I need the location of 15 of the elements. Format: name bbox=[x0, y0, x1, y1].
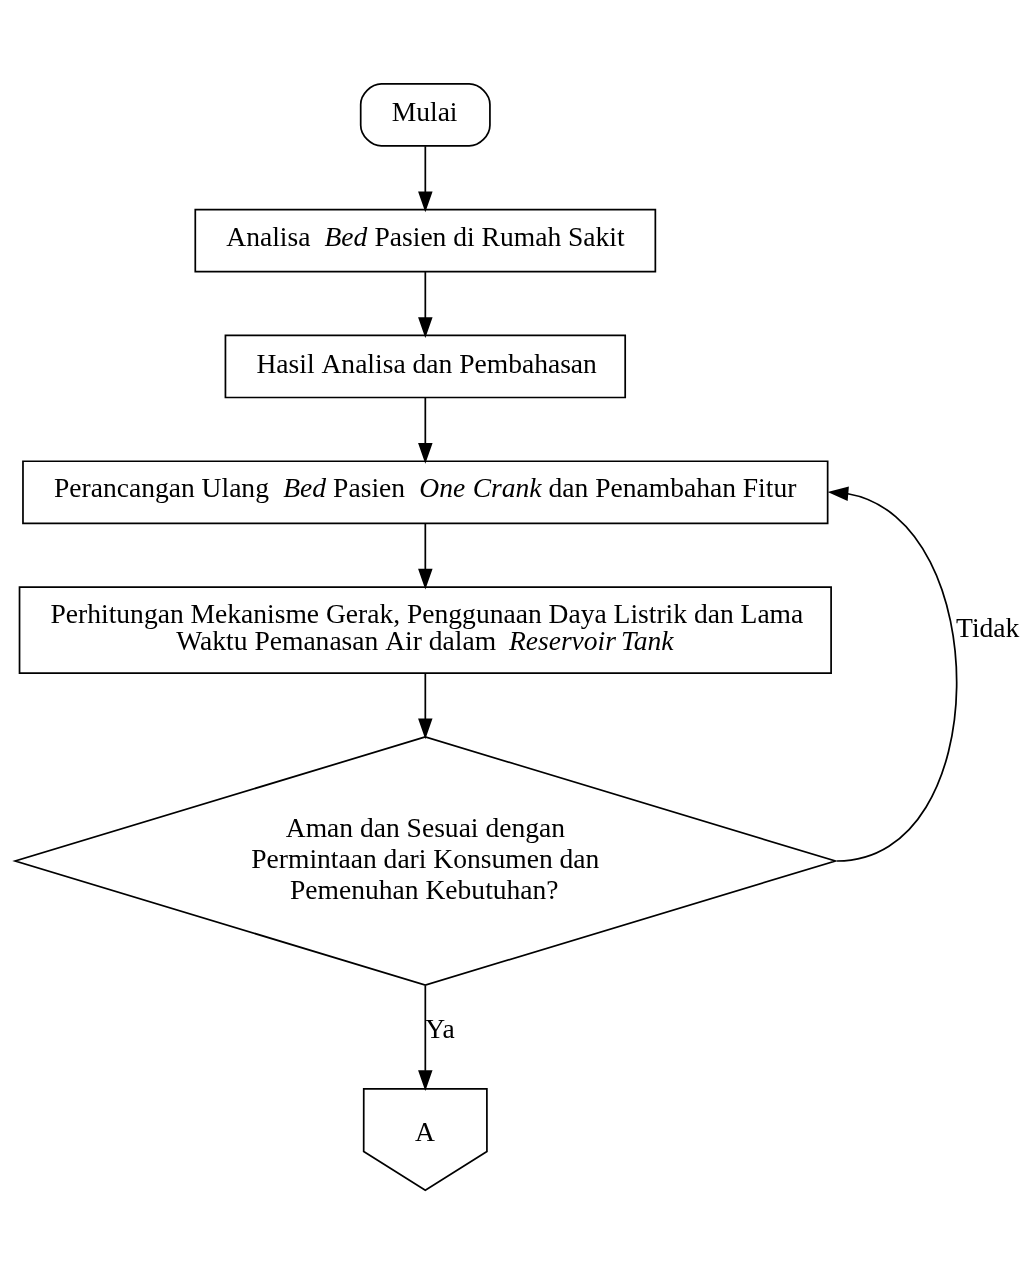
node-diamond: Aman dan Sesuai dengan Permintaan dari Konsumen dan Pemenuhan Kebutuhan? bbox=[12, 736, 839, 986]
node-box: Analisa Bed Pasien di Rumah Sakit bbox=[194, 208, 657, 273]
arrow bbox=[827, 486, 958, 862]
node-box: Perhitungan Mekanisme Gerak, Penggunaan Daya Listrik dan Lama Waktu Pemanasan Air dalam Reservoir Tank bbox=[18, 586, 832, 675]
arrow bbox=[418, 522, 433, 590]
arrow bbox=[418, 396, 433, 464]
edge-label: Ya bbox=[425, 1013, 455, 1045]
node-box: Perancangan Ulang Bed Pasien One Crank dan Penambahan Fitur bbox=[22, 460, 829, 525]
arrow bbox=[418, 984, 433, 1091]
arrow bbox=[418, 271, 433, 338]
arrow bbox=[418, 672, 433, 740]
node-box: Mulai bbox=[359, 83, 491, 147]
node-box: Hasil Analisa dan Pembahasan bbox=[224, 334, 627, 399]
arrow bbox=[418, 145, 433, 213]
edge-label: Tidak bbox=[956, 611, 1020, 643]
